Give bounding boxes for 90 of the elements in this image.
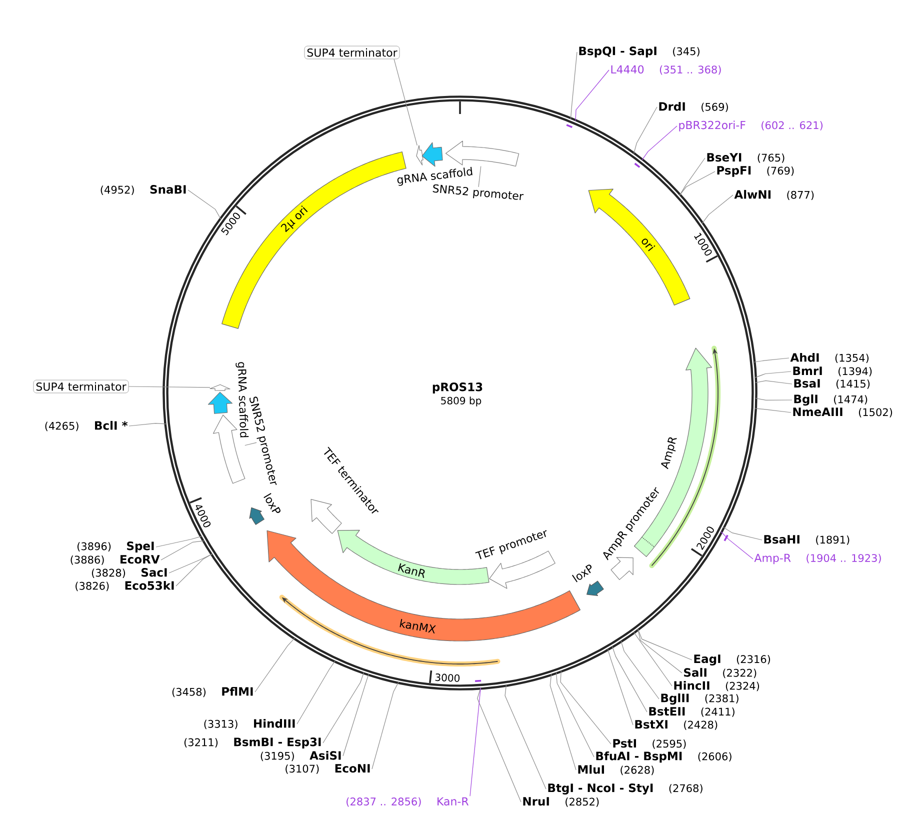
leader-line <box>612 646 648 712</box>
leader-line <box>478 166 482 188</box>
feature-label: SNR52 promoter <box>432 184 524 200</box>
enzyme-site-label: (3107) EcoNI <box>286 764 370 774</box>
enzyme-site-label: PspFI (769) <box>717 166 794 177</box>
leader-line <box>633 106 658 154</box>
leader-line <box>642 126 678 160</box>
enzyme-site-label: AlwNI (877) <box>734 190 814 200</box>
enzyme-site-label: BglII (2381) <box>661 693 738 705</box>
enzyme-site-label: HincII (2324) <box>674 680 760 692</box>
enzyme-site-label: (3195) AsiSI <box>260 750 341 762</box>
leader-line <box>504 684 546 790</box>
leader-line <box>156 536 202 548</box>
leader-line <box>550 674 576 770</box>
leader-line <box>244 442 257 446</box>
leader-line <box>754 408 792 413</box>
enzyme-site-label: NruI (2852) <box>523 797 599 807</box>
enzyme-site-label: (3458) PflMI <box>172 686 253 698</box>
leader-line <box>128 423 166 426</box>
leader-line <box>342 674 369 756</box>
enzyme-site-label: BfuAI - BspMI (2606) <box>596 751 732 763</box>
leader-line <box>560 670 612 744</box>
enzyme-site-label: (4952) SnaBI <box>100 185 186 195</box>
enzyme-site-label: BseYI (765) <box>707 153 784 163</box>
primer-label: Amp-R (1904 .. 1923) <box>754 554 881 564</box>
leader-line <box>754 358 790 362</box>
enzyme-site-label: DrdI (569) <box>659 102 728 112</box>
leader-line <box>620 640 660 700</box>
leader-line <box>702 194 734 224</box>
enzyme-site-label: (3211) BsmBI - Esp3I <box>184 738 321 748</box>
enzyme-site-label: (3313) HindIII <box>204 718 295 730</box>
leader-line <box>168 554 212 574</box>
map-feature <box>210 384 230 391</box>
leader-line <box>188 190 222 220</box>
primer-label: (2837 .. 2856) Kan-R <box>346 797 468 807</box>
leader-line <box>394 58 418 146</box>
leader-line <box>755 380 792 384</box>
enzyme-site-label: NmeAIII (1502) <box>793 408 892 418</box>
enzyme-site-label: BsaI (1415) <box>794 379 870 389</box>
leader-line <box>470 688 481 796</box>
feature-label: AmpR <box>661 437 677 470</box>
leader-line <box>638 628 692 660</box>
enzyme-site-label: MluI (2628) <box>578 764 654 776</box>
enzyme-site-label: PstI (2595) <box>613 739 686 749</box>
enzyme-site-label: BtgI - NcoI - StyI (2768) <box>548 784 702 795</box>
enzyme-site-label: (4265) BclI * <box>45 420 128 432</box>
map-feature: ori <box>588 188 690 306</box>
enzyme-site-label: BmrI (1394) <box>793 366 872 376</box>
enzyme-site-label: BstEII (2411) <box>649 707 734 717</box>
map-feature <box>445 140 520 167</box>
leader-line <box>160 540 204 560</box>
enzyme-site-label: (3896) SpeI <box>78 542 154 552</box>
map-feature <box>416 145 424 166</box>
enzyme-site-label: EagI (2316) <box>694 654 770 666</box>
tick-label: 4000 <box>196 505 211 528</box>
enzyme-site-label: (3886) EcoRV <box>70 555 160 565</box>
feature-label: gRNA scaffold <box>236 362 249 438</box>
enzyme-site-label: BspQI - SapI (345) <box>579 46 700 58</box>
leader-line <box>679 158 706 196</box>
enzyme-site-label: BstXI (2428) <box>635 720 718 730</box>
leader-line <box>754 371 792 378</box>
enzyme-site-label: (3828) SacI <box>92 568 167 578</box>
enzyme-site-label: (3826) Eco53kI <box>76 580 174 592</box>
tick-label: 3000 <box>435 674 460 682</box>
leader-line <box>570 52 578 120</box>
leader-line <box>723 526 762 540</box>
leader-line <box>633 632 672 686</box>
enzyme-site-label: BsaHI (1891) <box>764 535 850 545</box>
primer-label: pBR322ori-F (602 .. 621) <box>679 120 822 132</box>
leader-line <box>755 398 792 401</box>
leader-line <box>128 386 210 388</box>
plasmid-size: 5809 bp <box>441 396 482 406</box>
leader-line <box>556 672 594 758</box>
enzyme-site-label: SalI (2322) <box>684 668 756 678</box>
leader-line <box>477 688 522 802</box>
plasmid-name: pROS13 <box>432 382 482 394</box>
primer-label: L4440 (351 .. 368) <box>611 65 721 75</box>
enzyme-site-label: AhdI (1354) <box>790 352 869 364</box>
label-box: SUP4 terminator <box>304 46 400 60</box>
leader-line <box>720 531 754 560</box>
leader-line <box>254 638 295 692</box>
leader-line <box>608 648 634 726</box>
leader-line <box>322 672 364 744</box>
enzyme-site-label: BglI (1474) <box>794 394 868 406</box>
leader-line <box>372 682 399 770</box>
leader-line <box>638 628 682 674</box>
label-box: SUP4 terminator <box>33 380 129 394</box>
leader-line <box>296 660 336 724</box>
leader-line <box>575 70 610 122</box>
leader-line <box>679 171 716 196</box>
